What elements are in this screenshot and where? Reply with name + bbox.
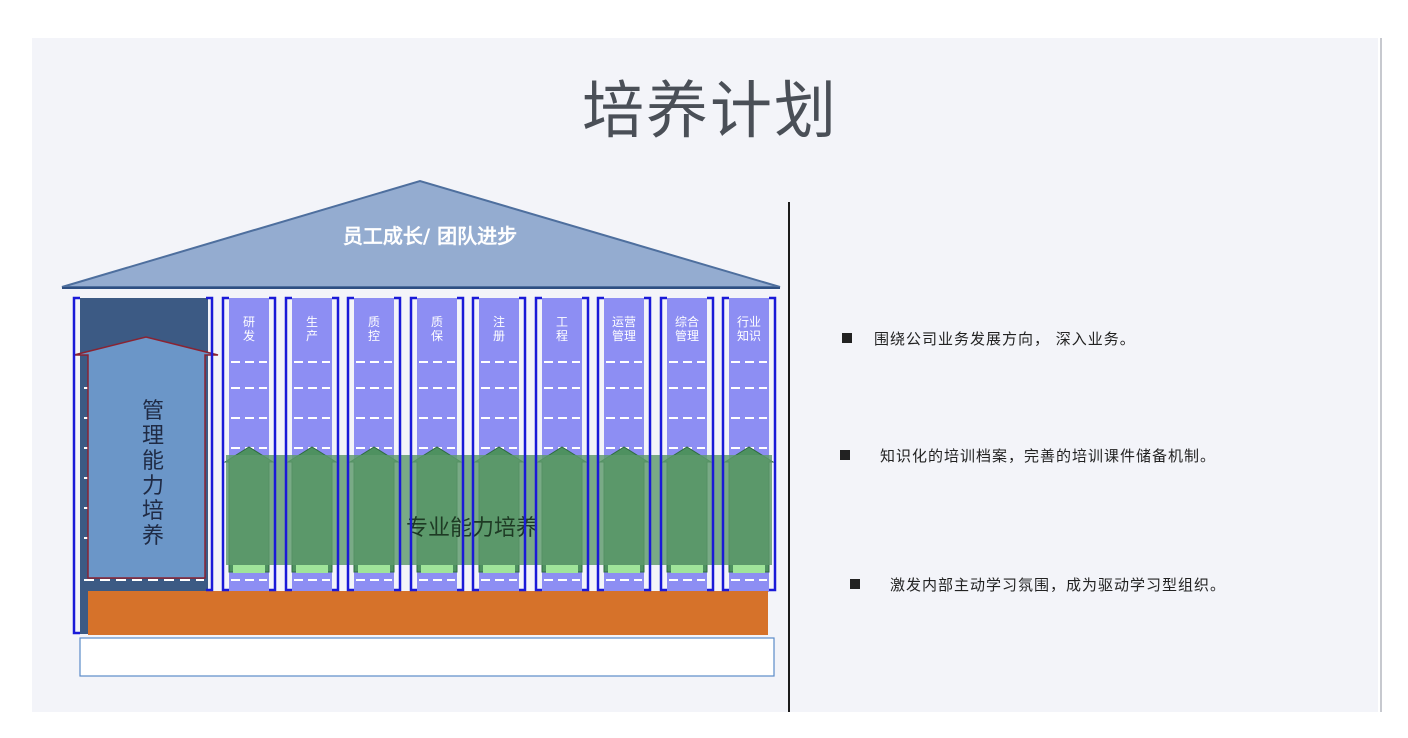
professional-arrow-tip: [296, 565, 328, 573]
management-label: 管理能力培养: [142, 399, 164, 549]
professional-arrow-tip: [421, 565, 453, 573]
bracket-right: [394, 296, 402, 592]
professional-arrow-tip: [358, 565, 390, 573]
bracket-right: [457, 296, 465, 592]
professional-arrow-tip: [733, 565, 765, 573]
bracket-left: [596, 296, 604, 592]
bullet-text-2: 知识化的培训档案，完善的培训课件储备机制。: [880, 447, 1217, 465]
bracket-right: [206, 296, 214, 592]
roof-label: 员工成长/ 团队进步: [343, 224, 517, 248]
pillar-label: 运营管理: [612, 315, 636, 343]
bracket-right: [582, 296, 590, 592]
pillar-label: 质控: [368, 315, 380, 343]
bracket-right: [332, 296, 340, 592]
bracket-right: [644, 296, 652, 592]
square-bullet-icon: [842, 333, 852, 343]
pillar-label: 行业知识: [737, 315, 761, 343]
square-bullet-icon: [850, 579, 860, 589]
foundation-outline-box: [79, 637, 775, 677]
bullet-item-3: 激发内部主动学习氛围，成为驱动学习型组织。: [850, 574, 1226, 595]
bracket-left: [721, 296, 729, 592]
professional-arrow-tip: [483, 565, 515, 573]
bullet-text-3: 激发内部主动学习氛围，成为驱动学习型组织。: [890, 576, 1227, 594]
bracket-right: [769, 296, 777, 592]
bracket-left: [72, 296, 80, 635]
bracket-left: [221, 296, 229, 592]
professional-band: [226, 455, 772, 565]
page-title: 培养计划: [581, 74, 838, 147]
bracket-right: [519, 296, 527, 592]
professional-arrow-tip: [233, 565, 265, 573]
square-bullet-icon: [840, 450, 850, 460]
bracket-left: [409, 296, 417, 592]
pillar-label: 研发: [243, 315, 255, 343]
bracket-left: [346, 296, 354, 592]
bracket-right: [707, 296, 715, 592]
foundation-bar: [88, 591, 768, 635]
bracket-left: [471, 296, 479, 592]
bracket-left: [659, 296, 667, 592]
management-arrow: [73, 336, 219, 579]
bracket-left: [534, 296, 542, 592]
bullet-item-2: 知识化的培训档案，完善的培训课件储备机制。: [840, 445, 1216, 466]
professional-arrow-tip: [546, 565, 578, 573]
slide-edge-divider: [1380, 38, 1382, 712]
content-divider: [788, 202, 790, 712]
professional-arrow-tip: [671, 565, 703, 573]
pillar-label: 注册: [493, 314, 505, 343]
bracket-left: [284, 296, 292, 592]
pillar-label: 生产: [306, 315, 318, 343]
pillar-label: 质保: [431, 315, 443, 343]
bullet-text-1: 围绕公司业务发展方向， 深入业务。: [874, 330, 1136, 348]
bullet-item-1: 围绕公司业务发展方向， 深入业务。: [842, 328, 1136, 349]
bracket-right: [269, 296, 277, 592]
professional-arrow-tip: [608, 565, 640, 573]
pillar-label: 工程: [556, 315, 568, 343]
pillar-label: 综合管理: [675, 314, 699, 343]
